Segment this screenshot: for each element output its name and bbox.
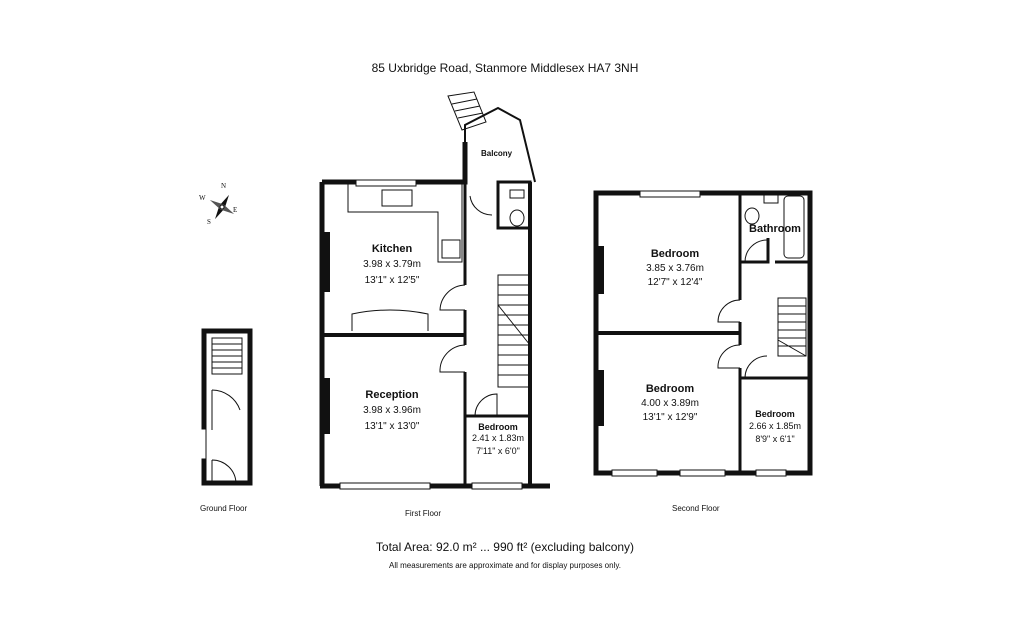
balcony-name: Balcony: [481, 149, 513, 158]
first-bedroom-name: Bedroom: [478, 422, 518, 432]
second-bedroom1-imperial: 12'7" x 12'4": [647, 277, 703, 288]
second-bedroom1-metric: 3.85 x 3.76m: [646, 263, 704, 274]
second-bedroom2-imperial: 13'1" x 12'9": [642, 412, 698, 423]
first-floor-label: First Floor: [405, 509, 441, 518]
first-floor-stairs: [497, 274, 531, 388]
property-address: 85 Uxbridge Road, Stanmore Middlesex HA7…: [371, 61, 639, 75]
second-bedroom3-metric: 2.66 x 1.85m: [748, 421, 802, 431]
second-floor-stairs: [777, 297, 807, 357]
compass-south-label: S: [207, 218, 211, 226]
compass-east-label: E: [233, 206, 238, 214]
reception-imperial: 13'1" x 13'0": [364, 421, 420, 432]
compass-icon: [209, 194, 235, 220]
disclaimer: All measurements are approximate and for…: [389, 561, 621, 570]
second-bedroom2-metric: 4.00 x 3.89m: [641, 398, 699, 409]
second-bedroom3-name: Bedroom: [755, 409, 795, 419]
kitchen-imperial: 13'1" x 12'5": [364, 275, 420, 286]
compass-north-label: N: [221, 182, 227, 190]
reception-name: Reception: [365, 389, 419, 401]
first-bedroom-imperial: 7'11" x 6'0": [476, 446, 520, 456]
ground-floor-stairs: [211, 337, 243, 375]
second-floor-plan: [593, 190, 813, 477]
total-area: Total Area: 92.0 m² ... 990 ft² (excludi…: [375, 540, 635, 554]
ground-floor-plan: [198, 328, 253, 486]
second-bedroom2-name: Bedroom: [645, 383, 695, 395]
bathroom-name: Bathroom: [749, 223, 801, 235]
second-floor-label: Second Floor: [672, 504, 720, 513]
ground-floor-label: Ground Floor: [200, 504, 248, 513]
first-bedroom-metric: 2.41 x 1.83m: [471, 433, 525, 443]
kitchen-metric: 3.98 x 3.79m: [363, 259, 421, 270]
reception-metric: 3.98 x 3.96m: [363, 405, 421, 416]
first-floor-plan: [319, 91, 550, 490]
compass-west-label: W: [199, 194, 206, 202]
second-bedroom1-name: Bedroom: [650, 248, 700, 260]
kitchen-name: Kitchen: [371, 243, 413, 255]
balcony-stairs: [447, 91, 487, 131]
second-bedroom3-imperial: 8'9" x 6'1": [755, 434, 795, 444]
